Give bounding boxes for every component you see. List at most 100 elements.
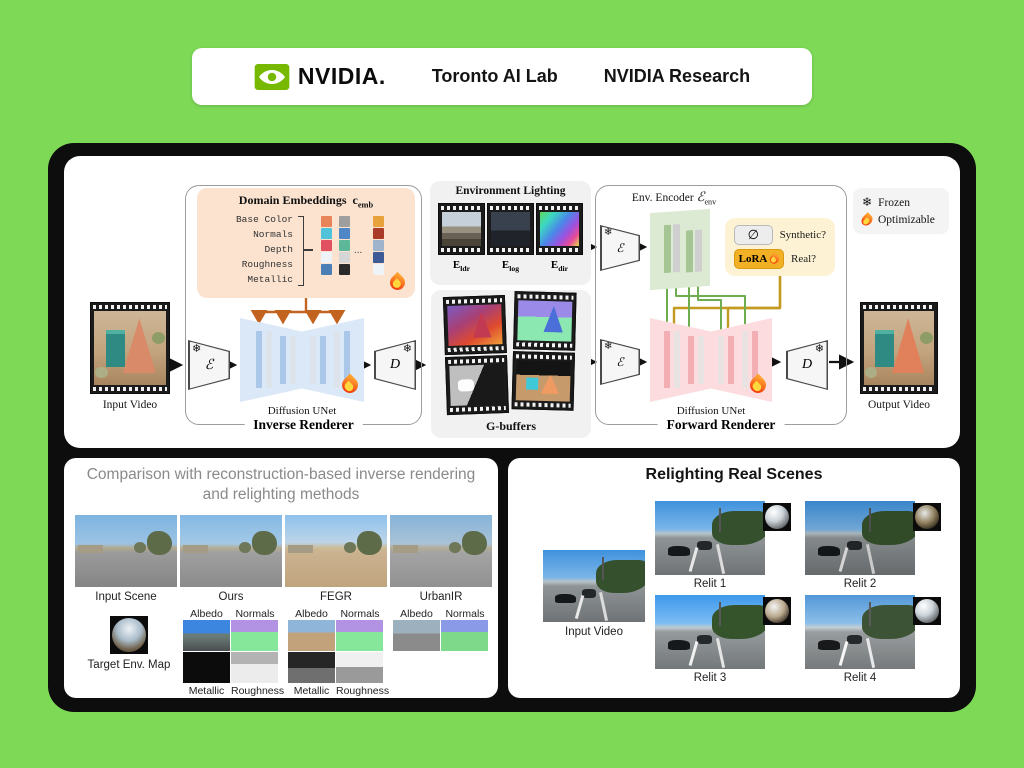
toy-ball-left: [865, 366, 878, 378]
gbuffer-normals: [517, 300, 573, 342]
inverse-renderer-box: Inverse Renderer: [185, 185, 422, 433]
inverse-unet-label: Diffusion UNet: [267, 405, 337, 417]
comparison-title: Comparison with reconstruction-based inv…: [86, 466, 476, 503]
method-label-urbanir: UrbanIR: [419, 591, 463, 603]
ours-albedo-label: Albedo: [190, 608, 223, 620]
domain-item: Base Color: [235, 214, 293, 225]
env-encoder-title: Env. Encoder ℰenv: [631, 189, 717, 207]
relit-2-image: [805, 501, 915, 575]
nvidia-eye-icon: [254, 63, 290, 90]
relit-4-env-ball: [913, 597, 941, 625]
encoder-symbol: ℰ: [204, 357, 214, 373]
output-video-thumbnail: [860, 302, 938, 394]
relit-3-image: [655, 595, 765, 669]
encoder-environment: ❄ ℰ: [600, 225, 640, 271]
domain-item: Roughness: [241, 259, 293, 270]
embedding-column-3: [373, 216, 384, 276]
fegr-metallic-label: Metallic: [293, 685, 330, 697]
toy-ball-left: [95, 366, 108, 378]
domain-item: Depth: [264, 244, 293, 255]
ours-roughness-label: Roughness: [231, 685, 285, 697]
toy-cone: [892, 318, 925, 374]
flame-icon: [859, 211, 875, 228]
ours-image: [180, 515, 282, 587]
encoder-inverse: ❄ ℰ: [188, 340, 230, 390]
urbanir-image: [390, 515, 492, 587]
domain-items-list: Base Color Normals Depth Roughness Metal…: [201, 212, 293, 287]
toy-ball-right: [920, 331, 933, 344]
ours-roughness-image: [231, 652, 278, 683]
relighting-panel: Relighting Real Scenes Input Video Relit…: [508, 458, 960, 698]
header-bar: NVIDIA. Toronto AI Lab NVIDIA Research: [192, 48, 812, 105]
figure-frame: Input Video Inverse Renderer Domain Embe…: [48, 143, 976, 712]
gbuffer-roughness-metallic: [449, 364, 505, 406]
fegr-metallic-image: [288, 652, 335, 683]
urbanir-normals-image: [441, 620, 488, 651]
fegr-albedo-label: Albedo: [295, 608, 328, 620]
embedding-ellipsis: ...: [354, 244, 363, 256]
relighting-input-image: [543, 550, 645, 622]
frozen-optimizable-legend: ❄ Frozen Optimizable: [853, 188, 949, 234]
forward-renderer-label: Forward Renderer: [657, 417, 785, 433]
environment-lighting-box: Environment Lighting Eldr Elog Edir: [430, 181, 591, 285]
inverse-renderer-label: Inverse Renderer: [244, 417, 363, 433]
fegr-normals-image: [336, 620, 383, 651]
flame-icon: [386, 271, 409, 294]
domain-embeddings-title: Domain Embeddings cemb: [238, 193, 374, 210]
legend-optimizable-row: Optimizable: [859, 211, 940, 228]
c-emb-symbol: cemb: [352, 193, 374, 210]
nav-nvidia-research[interactable]: NVIDIA Research: [603, 66, 751, 86]
urbanir-albedo-image: [393, 620, 440, 651]
snowflake-icon: ❄: [604, 341, 613, 352]
toy-ball-right: [151, 331, 165, 344]
domain-item: Normals: [253, 229, 293, 240]
toy-cone: [122, 318, 156, 374]
snowflake-icon: ❄: [604, 227, 613, 238]
relit-1-env-ball: [763, 503, 791, 531]
fegr-roughness-image: [336, 652, 383, 683]
nvidia-logo[interactable]: NVIDIA.: [254, 63, 386, 90]
decoder-symbol: D: [389, 357, 401, 372]
synthetic-real-branch-box: ∅ Synthetic? LoRA Real?: [725, 218, 835, 276]
relighting-input-label: Input Video: [565, 626, 623, 638]
snowflake-icon: ❄: [814, 343, 824, 355]
env-map-sphere: [112, 618, 146, 652]
method-label-input-scene: Input Scene: [95, 591, 157, 603]
env-encoder-network: [650, 208, 710, 291]
snowflake-icon: ❄: [862, 195, 873, 209]
relit-1-label: Relit 1: [693, 578, 727, 590]
flame-icon: [768, 252, 782, 266]
target-env-map-label: Target Env. Map: [87, 659, 171, 671]
brand-wordmark: NVIDIA.: [297, 63, 386, 89]
bracket-shape: [298, 216, 304, 286]
gbuffer-strip-right: [511, 291, 578, 415]
relit-1-image: [655, 501, 765, 575]
encoder-symbol: ℰ: [616, 240, 624, 255]
fegr-roughness-label: Roughness: [336, 685, 390, 697]
relit-2-label: Relit 2: [843, 578, 877, 590]
flame-icon: [746, 373, 770, 397]
nav-toronto-ai-lab[interactable]: Toronto AI Lab: [431, 66, 558, 86]
bracket-tick: [303, 249, 313, 251]
relighting-title: Relighting Real Scenes: [645, 466, 823, 483]
relit-3-env-ball: [763, 597, 791, 625]
decoder-symbol: D: [801, 357, 813, 372]
relit-4-image: [805, 595, 915, 669]
inverse-diffusion-unet: [240, 318, 364, 402]
env-map-dir-label: Edir: [550, 259, 569, 274]
lora-badge: LoRA: [734, 249, 784, 269]
env-map-dir: [536, 203, 583, 255]
legend-frozen-row: ❄ Frozen: [862, 194, 940, 211]
synthetic-row: ∅ Synthetic?: [734, 225, 826, 245]
ours-albedo-image: [183, 620, 230, 651]
output-video-scene: [864, 311, 934, 385]
env-map-log-label: Elog: [501, 259, 520, 274]
fegr-albedo-image: [288, 620, 335, 651]
synthetic-label: Synthetic?: [779, 229, 826, 241]
env-map-ldr: [438, 203, 485, 255]
method-label-ours: Ours: [218, 591, 244, 603]
urbanir-normals-label: Normals: [445, 608, 485, 620]
env-map-ldr-label: Eldr: [452, 259, 471, 274]
ours-normals-label: Normals: [235, 608, 275, 620]
